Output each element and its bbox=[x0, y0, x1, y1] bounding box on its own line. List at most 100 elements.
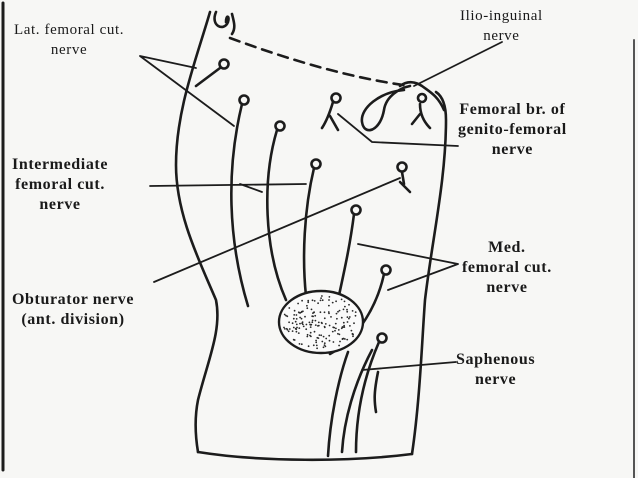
stipple-dot bbox=[317, 302, 319, 305]
leader-saphenous bbox=[361, 361, 457, 371]
med-femoral-point-1 bbox=[350, 204, 362, 216]
saphenous-line-3 bbox=[373, 370, 380, 414]
label-med-femoral-line-2: femoral cut. bbox=[462, 259, 552, 276]
stipple-dot bbox=[302, 310, 304, 313]
med-femoral-point-2 bbox=[380, 264, 392, 276]
stipple-dot bbox=[288, 307, 291, 309]
genitofemoral-point bbox=[416, 92, 428, 104]
stipple-dot bbox=[285, 314, 287, 317]
stipple-dot bbox=[318, 334, 321, 336]
stipple-dot bbox=[301, 322, 303, 325]
intermediate-point-2 bbox=[310, 158, 322, 170]
stipple-dot bbox=[309, 331, 312, 334]
stipple-dot bbox=[349, 325, 351, 327]
med-femoral-line-1 bbox=[336, 212, 356, 302]
stipple-dot bbox=[295, 328, 298, 331]
stipple-dot bbox=[346, 310, 349, 313]
stipple-dot bbox=[354, 311, 357, 313]
patella-area bbox=[277, 289, 365, 355]
stipple-dot bbox=[297, 302, 299, 305]
obturator-point bbox=[396, 161, 408, 173]
stipple-dot bbox=[315, 344, 318, 347]
stipple-dot bbox=[306, 304, 308, 307]
stipple-dot bbox=[283, 326, 285, 329]
label-obturator-nerve: Obturator nerve (ant. division) bbox=[12, 290, 134, 330]
stipple-dot bbox=[341, 326, 344, 328]
stipple-dot bbox=[328, 304, 330, 307]
label-intermediate-line-1: Intermediate bbox=[12, 156, 109, 173]
stipple-dot bbox=[324, 345, 327, 348]
stipple-dot bbox=[295, 323, 298, 326]
stipple-dot bbox=[332, 341, 335, 343]
stipple-dot bbox=[307, 299, 310, 302]
stipple-dot bbox=[343, 326, 346, 328]
stipple-dot bbox=[304, 315, 306, 318]
stipple-dot bbox=[316, 336, 319, 339]
label-femoral-br-line-1: Femoral br. of bbox=[459, 101, 566, 118]
leader-intermediate bbox=[149, 183, 307, 193]
stipple-dot bbox=[317, 325, 319, 327]
stipple-dot bbox=[328, 324, 331, 327]
stipple-dot bbox=[335, 327, 337, 330]
leader-ilio-inguinal bbox=[413, 41, 503, 87]
stipple-dot bbox=[354, 314, 357, 317]
label-intermediate-line-3: nerve bbox=[39, 196, 81, 213]
stipple-dot bbox=[346, 321, 349, 323]
stipple-dot bbox=[324, 323, 327, 325]
stipple-dot bbox=[311, 299, 314, 302]
stipple-dot bbox=[348, 303, 350, 306]
label-lat-femoral-cut-nerve: Lat. femoral cut. nerve bbox=[14, 20, 124, 60]
stipple-dot bbox=[305, 328, 308, 331]
stipple-dot bbox=[342, 321, 345, 324]
stipple-dot bbox=[311, 321, 314, 324]
leader-med-femoral bbox=[357, 243, 459, 291]
stipple-dot bbox=[327, 311, 330, 313]
label-femoral-br-line-2: genito-femoral bbox=[458, 121, 567, 138]
label-ilio-inguinal-line-1: Ilio-inguinal bbox=[460, 8, 543, 24]
intermediate-point-3 bbox=[330, 92, 342, 104]
stipple-dot bbox=[314, 319, 317, 322]
stipple-dot bbox=[313, 311, 315, 313]
stipple-dot bbox=[313, 300, 316, 302]
stipple-dot bbox=[321, 340, 324, 343]
stipple-dot bbox=[328, 299, 330, 301]
label-ilio-inguinal-nerve: Ilio-inguinal nerve bbox=[460, 6, 543, 46]
stipple-dot bbox=[312, 344, 315, 347]
stipple-dot bbox=[336, 317, 338, 320]
stipple-dot bbox=[344, 305, 346, 308]
stipple-dot bbox=[302, 325, 305, 328]
stipple-dot bbox=[288, 321, 290, 324]
stipple-dot bbox=[314, 324, 317, 326]
stipple-dot bbox=[315, 339, 317, 342]
label-ilio-inguinal-line-2: nerve bbox=[483, 28, 520, 44]
intermediate-nerve-line-1 bbox=[266, 128, 288, 302]
stipple-dot bbox=[298, 327, 301, 329]
leader-femoral-br bbox=[337, 113, 459, 147]
stipple-dot bbox=[299, 316, 301, 319]
stipple-dot bbox=[323, 311, 326, 314]
intermediate-point-1 bbox=[274, 120, 286, 132]
stipple-dot bbox=[298, 343, 301, 345]
stipple-dot bbox=[343, 300, 346, 303]
label-saphenous-line-2: nerve bbox=[475, 371, 517, 388]
leader-obturator bbox=[153, 177, 401, 283]
stipple-dot bbox=[342, 308, 345, 311]
stipple-dot bbox=[312, 312, 314, 314]
stipple-dot bbox=[319, 299, 322, 302]
label-saphenous-nerve: Saphenous nerve bbox=[456, 350, 535, 390]
stipple-dot bbox=[305, 323, 308, 326]
stipple-dot bbox=[343, 324, 345, 327]
thigh-outline-left bbox=[174, 10, 219, 454]
label-med-femoral-cut-nerve: Med. femoral cut. nerve bbox=[462, 238, 552, 298]
thigh-outline-right bbox=[410, 90, 448, 456]
label-lat-femoral-line-1: Lat. femoral cut. bbox=[14, 22, 125, 38]
stipple-dot bbox=[348, 316, 351, 318]
stipple-dot bbox=[295, 330, 298, 333]
stipple-dot bbox=[346, 308, 348, 311]
stipple-dot bbox=[323, 317, 326, 320]
stipple-dot bbox=[311, 315, 314, 318]
stipple-dot bbox=[293, 314, 296, 316]
inguinal-ligament-dashed bbox=[228, 36, 412, 88]
obturator-branch bbox=[398, 170, 412, 194]
